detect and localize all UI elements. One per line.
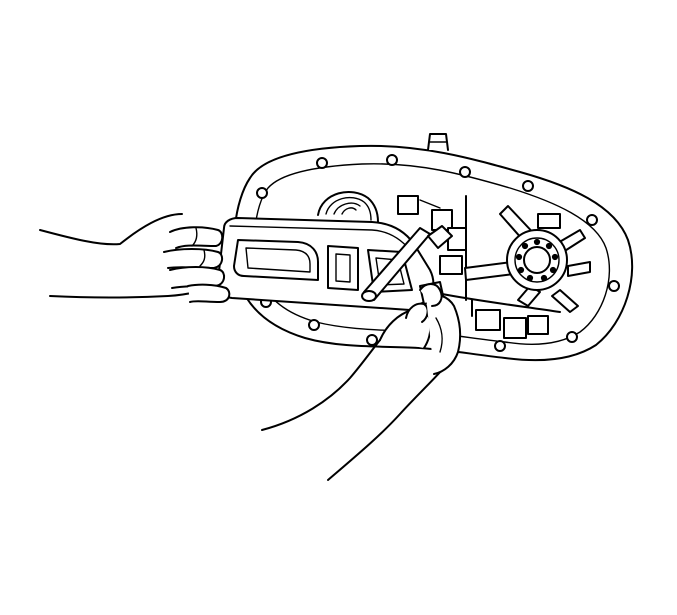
right-hand [261, 283, 462, 481]
case-interior [317, 190, 561, 339]
output-gear [464, 205, 591, 313]
shift-rail [427, 225, 453, 249]
gear-bolt-circle [515, 238, 559, 282]
left-hand [39, 213, 231, 303]
case-flange-bolt-holes [256, 154, 620, 352]
